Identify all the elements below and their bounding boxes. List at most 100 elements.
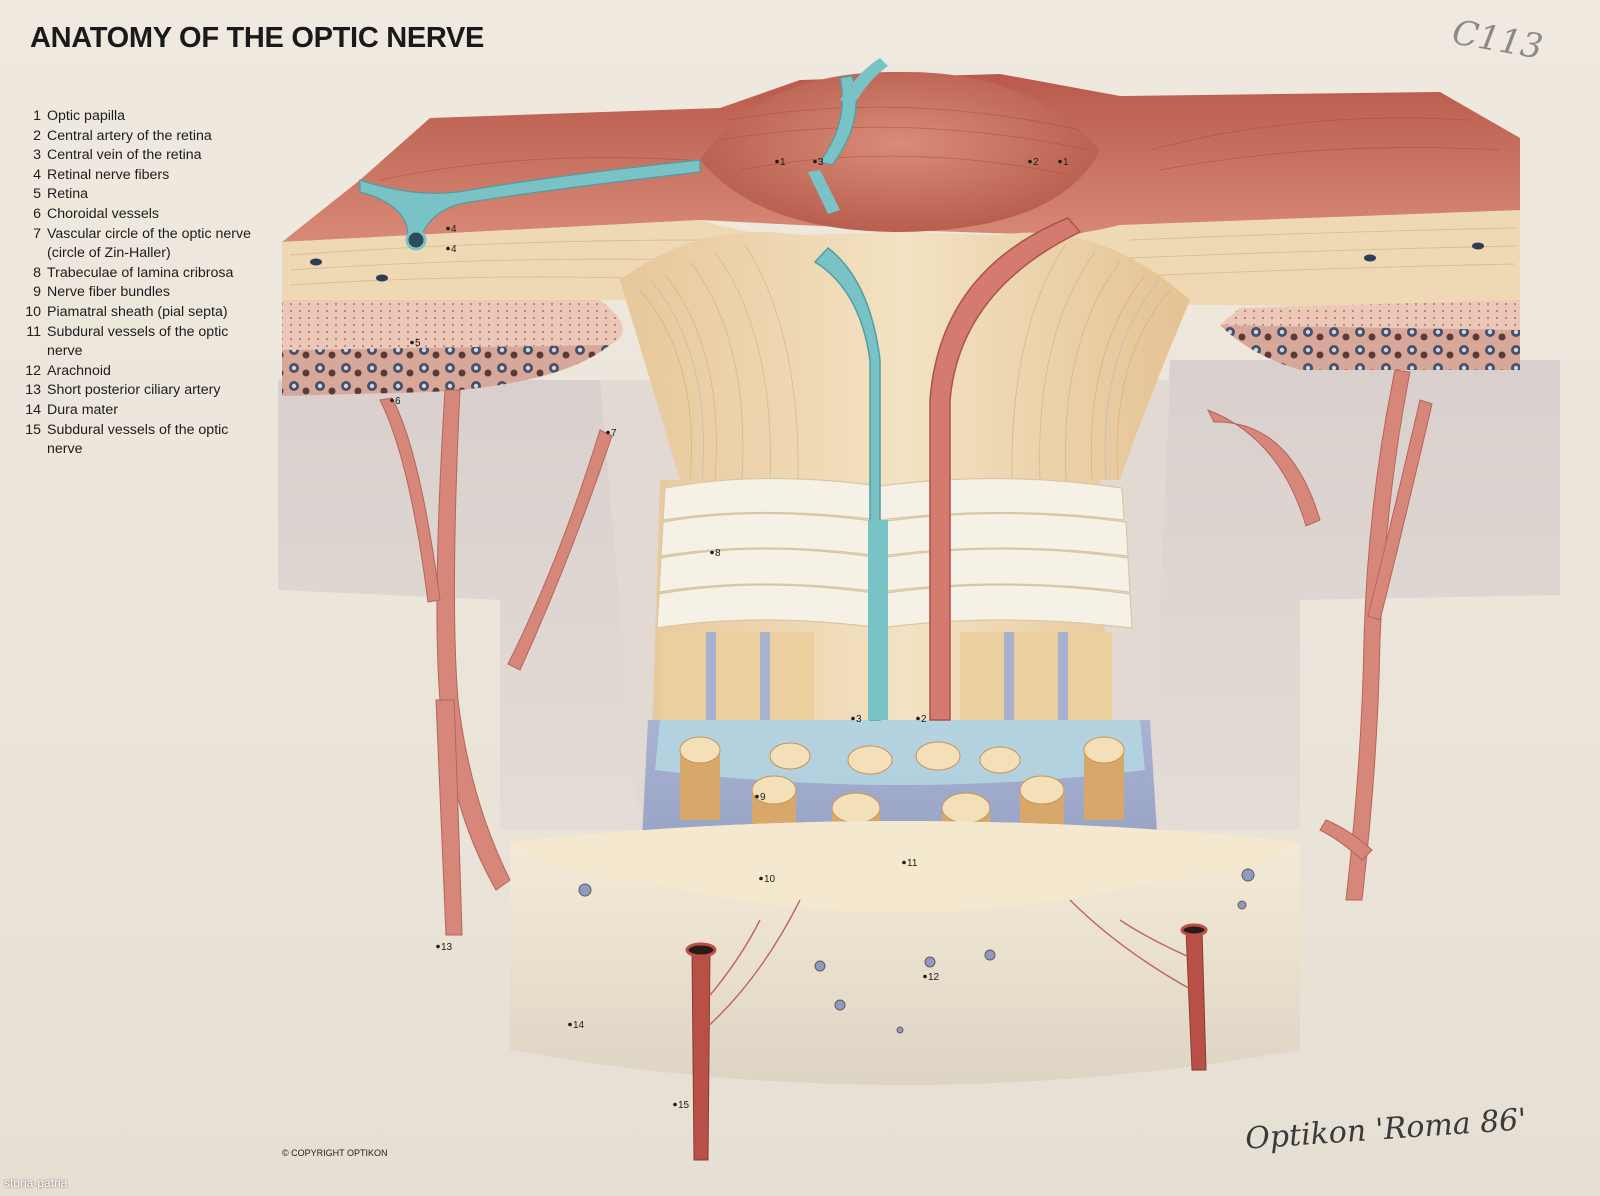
legend-item-number: 4	[33, 166, 41, 183]
legend-item: 3 Central vein of the retina	[18, 146, 268, 166]
callout-number: 1	[1063, 157, 1069, 168]
lamina-cribrosa	[656, 477, 1133, 629]
legend-item-number: 9	[33, 284, 41, 301]
short-posterior-ciliary-artery-right	[1206, 369, 1433, 901]
callout-number: 4	[451, 224, 457, 235]
legend-item-number: 8	[33, 264, 41, 281]
legend-item: 7 Vascular circle of the optic nerve (cir…	[18, 225, 268, 264]
callout-number: 5	[415, 338, 421, 349]
legend-item-label: Dura mater	[47, 401, 118, 418]
short-posterior-ciliary-artery-left	[379, 389, 613, 936]
legend-item-label: Nerve fiber bundles	[47, 284, 171, 301]
callout-dot	[775, 159, 779, 164]
legend-item-label: Short posterior ciliary artery	[47, 382, 221, 399]
legend-item-number: 5	[33, 186, 41, 203]
callout-number: 1	[780, 157, 786, 168]
callout-number: 2	[921, 714, 927, 725]
callout-number: 9	[760, 792, 766, 803]
callout-dot	[755, 794, 759, 799]
callout-dot	[813, 159, 817, 164]
legend-item-number: 6	[33, 205, 41, 222]
legend-item: 13 Short posterior ciliary artery	[18, 381, 268, 401]
fiber-columns	[662, 632, 1112, 722]
back-wall	[278, 380, 640, 830]
legend-item: 12 Arachnoid	[18, 362, 268, 382]
legend-item-number: 14	[25, 401, 41, 418]
legend-item-label: Central artery of the retina	[47, 127, 212, 144]
callout-dot	[606, 430, 610, 435]
legend-item-label: Subdural vessels of the optic nerve	[47, 323, 229, 360]
callout-number: 13	[441, 942, 453, 953]
legend-item-number: 13	[25, 382, 41, 399]
legend-item-label: Optic papilla	[47, 108, 126, 124]
callout-dot	[673, 1102, 677, 1107]
callout-number: 15	[678, 1100, 690, 1111]
page-title: ANATOMY OF THE OPTIC NERVE	[30, 22, 485, 54]
watermark: storia-patria	[4, 1176, 68, 1190]
callout-dot	[446, 246, 450, 251]
callout-dot	[1058, 159, 1062, 164]
callout-dot	[436, 944, 440, 949]
legend-item-number: 3	[33, 147, 41, 164]
callout-dot	[902, 860, 906, 865]
callout-number: 11	[907, 858, 918, 869]
callout-dot	[916, 716, 920, 721]
legend-item-number: 7	[33, 225, 41, 242]
legend-item: 1 Optic papilla	[18, 107, 268, 127]
legend-item: 9 Nerve fiber bundles	[18, 283, 268, 303]
legend-item-label: Trabeculae of lamina cribrosa	[47, 264, 234, 281]
callout-dot	[568, 1022, 572, 1027]
legend-item-number: 12	[25, 362, 41, 379]
legend-item-number: 15	[25, 421, 41, 438]
bundle	[679, 736, 721, 820]
legend-item: 8 Trabeculae of lamina cribrosa	[18, 264, 268, 284]
legend-item-label: Arachnoid	[47, 362, 111, 379]
callout-number: 4	[451, 244, 457, 255]
legend-item-number: 2	[33, 127, 41, 144]
optic-papilla	[700, 71, 1100, 232]
callout-dot	[759, 876, 763, 881]
callout-dot	[851, 716, 855, 721]
callout-dot	[923, 974, 927, 979]
callout-number: 10	[764, 874, 776, 885]
subdural-vessels-bottom	[685, 923, 1208, 1161]
legend-item: 5 Retina	[18, 185, 268, 205]
legend-item-number: 10	[25, 303, 41, 320]
legend-item-label: Retina	[47, 186, 89, 203]
callout-number: 3	[856, 714, 862, 725]
legend-item: 2 Central artery of the retina	[18, 127, 268, 147]
callout-number: 14	[573, 1020, 585, 1031]
legend-item: 11 Subdural vessels of the optic nerve	[18, 323, 268, 362]
legend-item: 6 Choroidal vessels	[18, 205, 268, 225]
callout-number: 3	[818, 157, 824, 168]
callout-number: 2	[1033, 157, 1039, 168]
copyright-notice: © COPYRIGHT OPTIKON	[282, 1148, 388, 1158]
legend-item-number: 1	[33, 108, 41, 124]
callout-dot	[446, 226, 450, 231]
bundle	[1083, 736, 1125, 820]
legend-item: 14 Dura mater	[18, 401, 268, 421]
legend-item: 4 Retinal nerve fibers	[18, 166, 268, 186]
callout-number: 8	[715, 548, 721, 559]
legend-item-number: 11	[26, 323, 41, 340]
choroid-layer	[282, 345, 610, 396]
legend-item-label: Vascular circle of the optic nerve (circ…	[47, 225, 251, 262]
legend-item-label: Choroidal vessels	[47, 205, 159, 222]
callout-dot	[390, 398, 394, 403]
callout-number: 6	[395, 396, 401, 407]
central-artery	[929, 217, 1082, 721]
callout-dot	[1028, 159, 1032, 164]
callout-number: 7	[611, 428, 617, 439]
callout-number: 12	[928, 972, 940, 983]
legend-item-label: Piamatral sheath (pial septa)	[47, 303, 228, 320]
legend-item-label: Retinal nerve fibers	[47, 166, 170, 183]
dura-vessel-sections	[578, 868, 1255, 1034]
legend-item-label: Central vein of the retina	[47, 147, 202, 164]
callout-dot	[410, 340, 414, 345]
legend-item: 15 Subdural vessels of the optic nerve	[18, 421, 268, 460]
legend-item-label: Subdural vessels of the optic nerve	[47, 421, 229, 458]
callout-dot	[710, 550, 714, 555]
